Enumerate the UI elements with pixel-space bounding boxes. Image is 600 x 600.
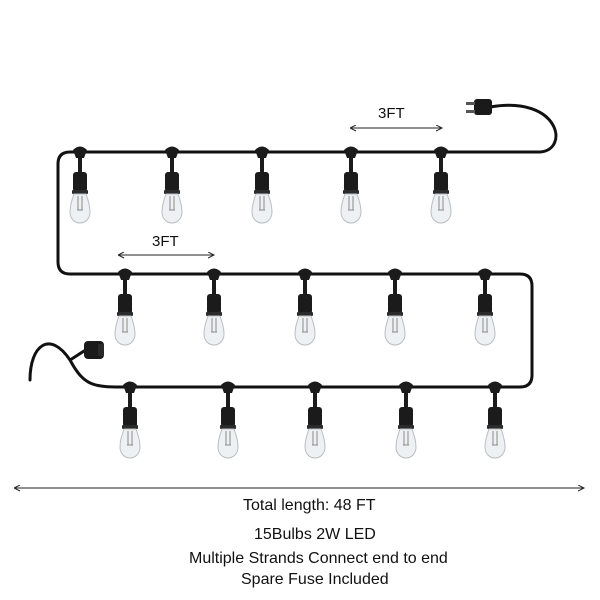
spacing-indicator-middle: 3FT	[118, 233, 214, 255]
spec-bulbs: 15Bulbs 2W LED	[254, 526, 376, 543]
spacing-label-top: 3FT	[378, 105, 405, 122]
spacing-label-middle: 3FT	[152, 233, 179, 250]
light-bulb	[430, 146, 452, 224]
spacing-indicator-top: 3FT	[350, 105, 442, 128]
light-string-cord	[28, 103, 558, 389]
light-bulb	[69, 146, 91, 224]
light-bulb	[384, 268, 406, 346]
light-bulb	[340, 146, 362, 224]
spec-total-length: Total length: 48 FT	[243, 497, 376, 514]
light-bulb	[161, 146, 183, 224]
light-bulb	[294, 268, 316, 346]
light-bulb	[251, 146, 273, 224]
light-bulb	[203, 268, 225, 346]
female-connector	[69, 341, 104, 362]
male-plug	[466, 99, 492, 115]
light-bulb	[474, 268, 496, 346]
spec-connect: Multiple Strands Connect end to end	[189, 550, 448, 567]
light-bulb	[304, 381, 326, 459]
bulb-group	[69, 146, 506, 459]
light-bulb	[114, 268, 136, 346]
light-bulb	[217, 381, 239, 459]
light-bulb	[484, 381, 506, 459]
spec-fuse: Spare Fuse Included	[241, 571, 389, 588]
light-bulb	[119, 381, 141, 459]
light-bulb	[395, 381, 417, 459]
